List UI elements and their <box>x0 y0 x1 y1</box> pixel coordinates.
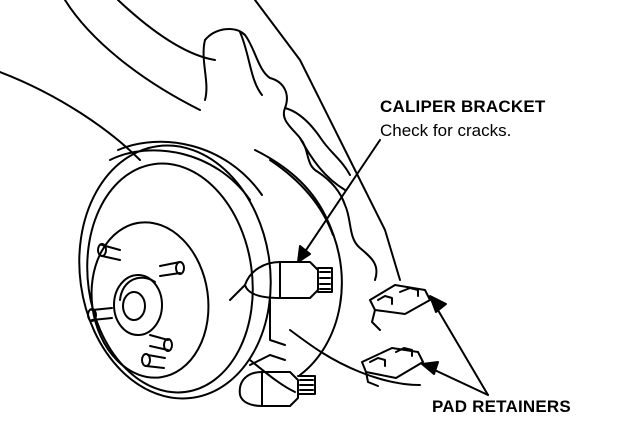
caliper-leader <box>298 140 380 262</box>
wheel-studs <box>88 244 184 368</box>
caliper-bracket <box>230 262 332 345</box>
steering-knuckle <box>204 29 377 280</box>
brake-disc <box>63 133 287 411</box>
lower-slide-pin <box>240 355 315 406</box>
pad-retainer-upper <box>370 285 430 330</box>
fender-outline <box>0 0 400 280</box>
pad-retainer-lower <box>362 348 423 386</box>
pad-retainers-label: PAD RETAINERS <box>432 397 571 416</box>
caliper-bracket-label: CALIPER BRACKET <box>380 97 546 116</box>
pad-retainer-leaders <box>422 296 488 395</box>
caliper-bracket-note: Check for cracks. <box>380 121 512 140</box>
